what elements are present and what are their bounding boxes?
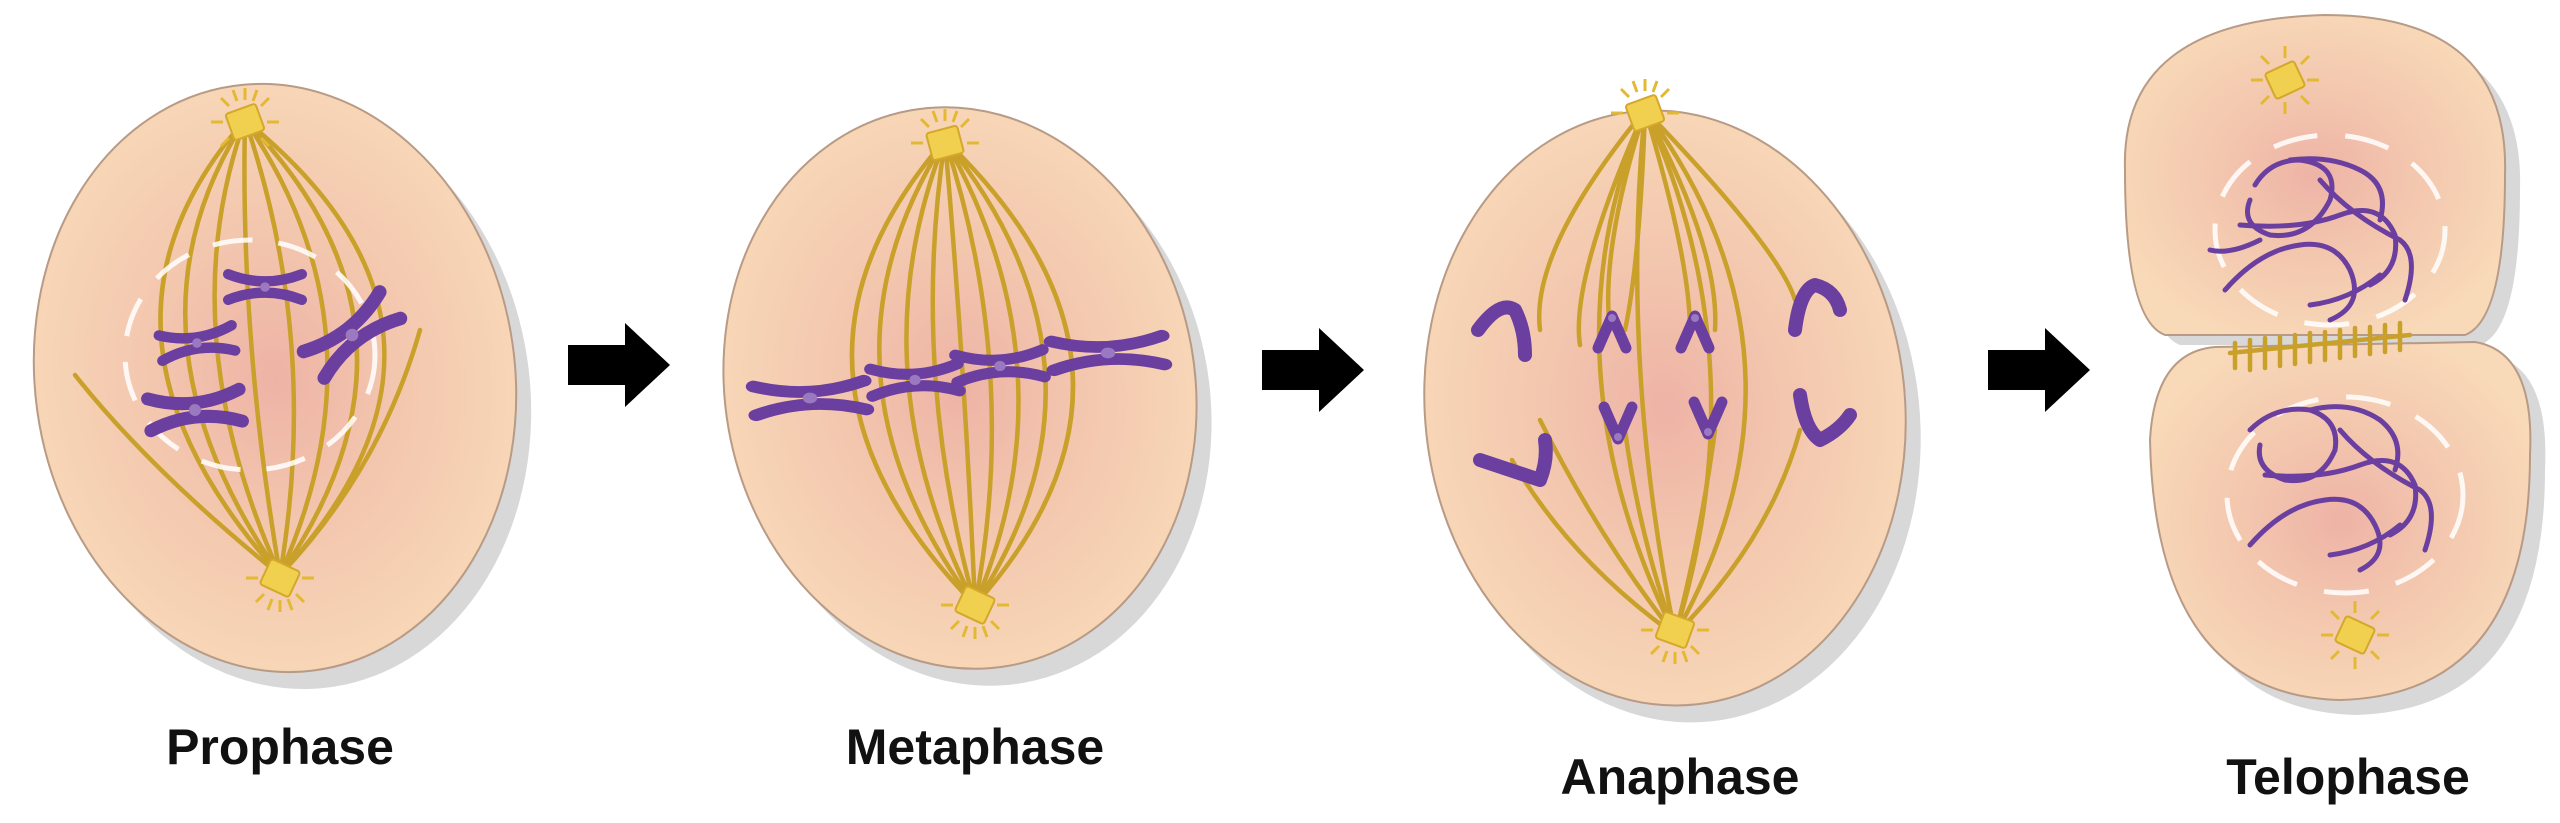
anaphase-label: Anaphase (1560, 749, 1800, 805)
nuclear-envelope (2212, 132, 2448, 328)
metaphase-cell (722, 106, 1212, 686)
chromosome-icon (1471, 300, 1532, 362)
telophase-label: Telophase (2226, 749, 2470, 805)
centrosome-icon (1641, 611, 1709, 664)
prophase-label: Prophase (166, 719, 394, 775)
right-arrow-icon (1262, 328, 1364, 412)
centrosome-icon (2251, 46, 2319, 114)
nuclear-envelope (122, 237, 378, 473)
centrosome-icon (911, 109, 979, 161)
centrosome-icon (2321, 601, 2389, 669)
chromosome-icon (1473, 433, 1553, 487)
centrosome-icon (941, 585, 1009, 639)
centrosome-icon (211, 88, 279, 148)
telophase-cells (2123, 13, 2546, 715)
chromosomes (1471, 278, 1857, 487)
spindle-fibers (1509, 107, 1803, 638)
centrosome-icon (1611, 79, 1679, 132)
chromosome-icon (1788, 278, 1847, 337)
daughter-cell-top (2123, 13, 2507, 336)
centrosome-icon (246, 558, 314, 612)
nuclear-envelope (2224, 394, 2466, 596)
right-arrow-icon (1988, 328, 2090, 412)
prophase-cell (32, 82, 532, 690)
chromosome-icon (1793, 388, 1857, 447)
metaphase-label: Metaphase (845, 719, 1105, 775)
midbody-fibers (2227, 320, 2413, 373)
anaphase-cell (1423, 79, 1921, 723)
chromatin (2207, 156, 2434, 573)
right-arrow-icon (568, 323, 670, 407)
daughter-cell-bottom (2148, 340, 2532, 702)
